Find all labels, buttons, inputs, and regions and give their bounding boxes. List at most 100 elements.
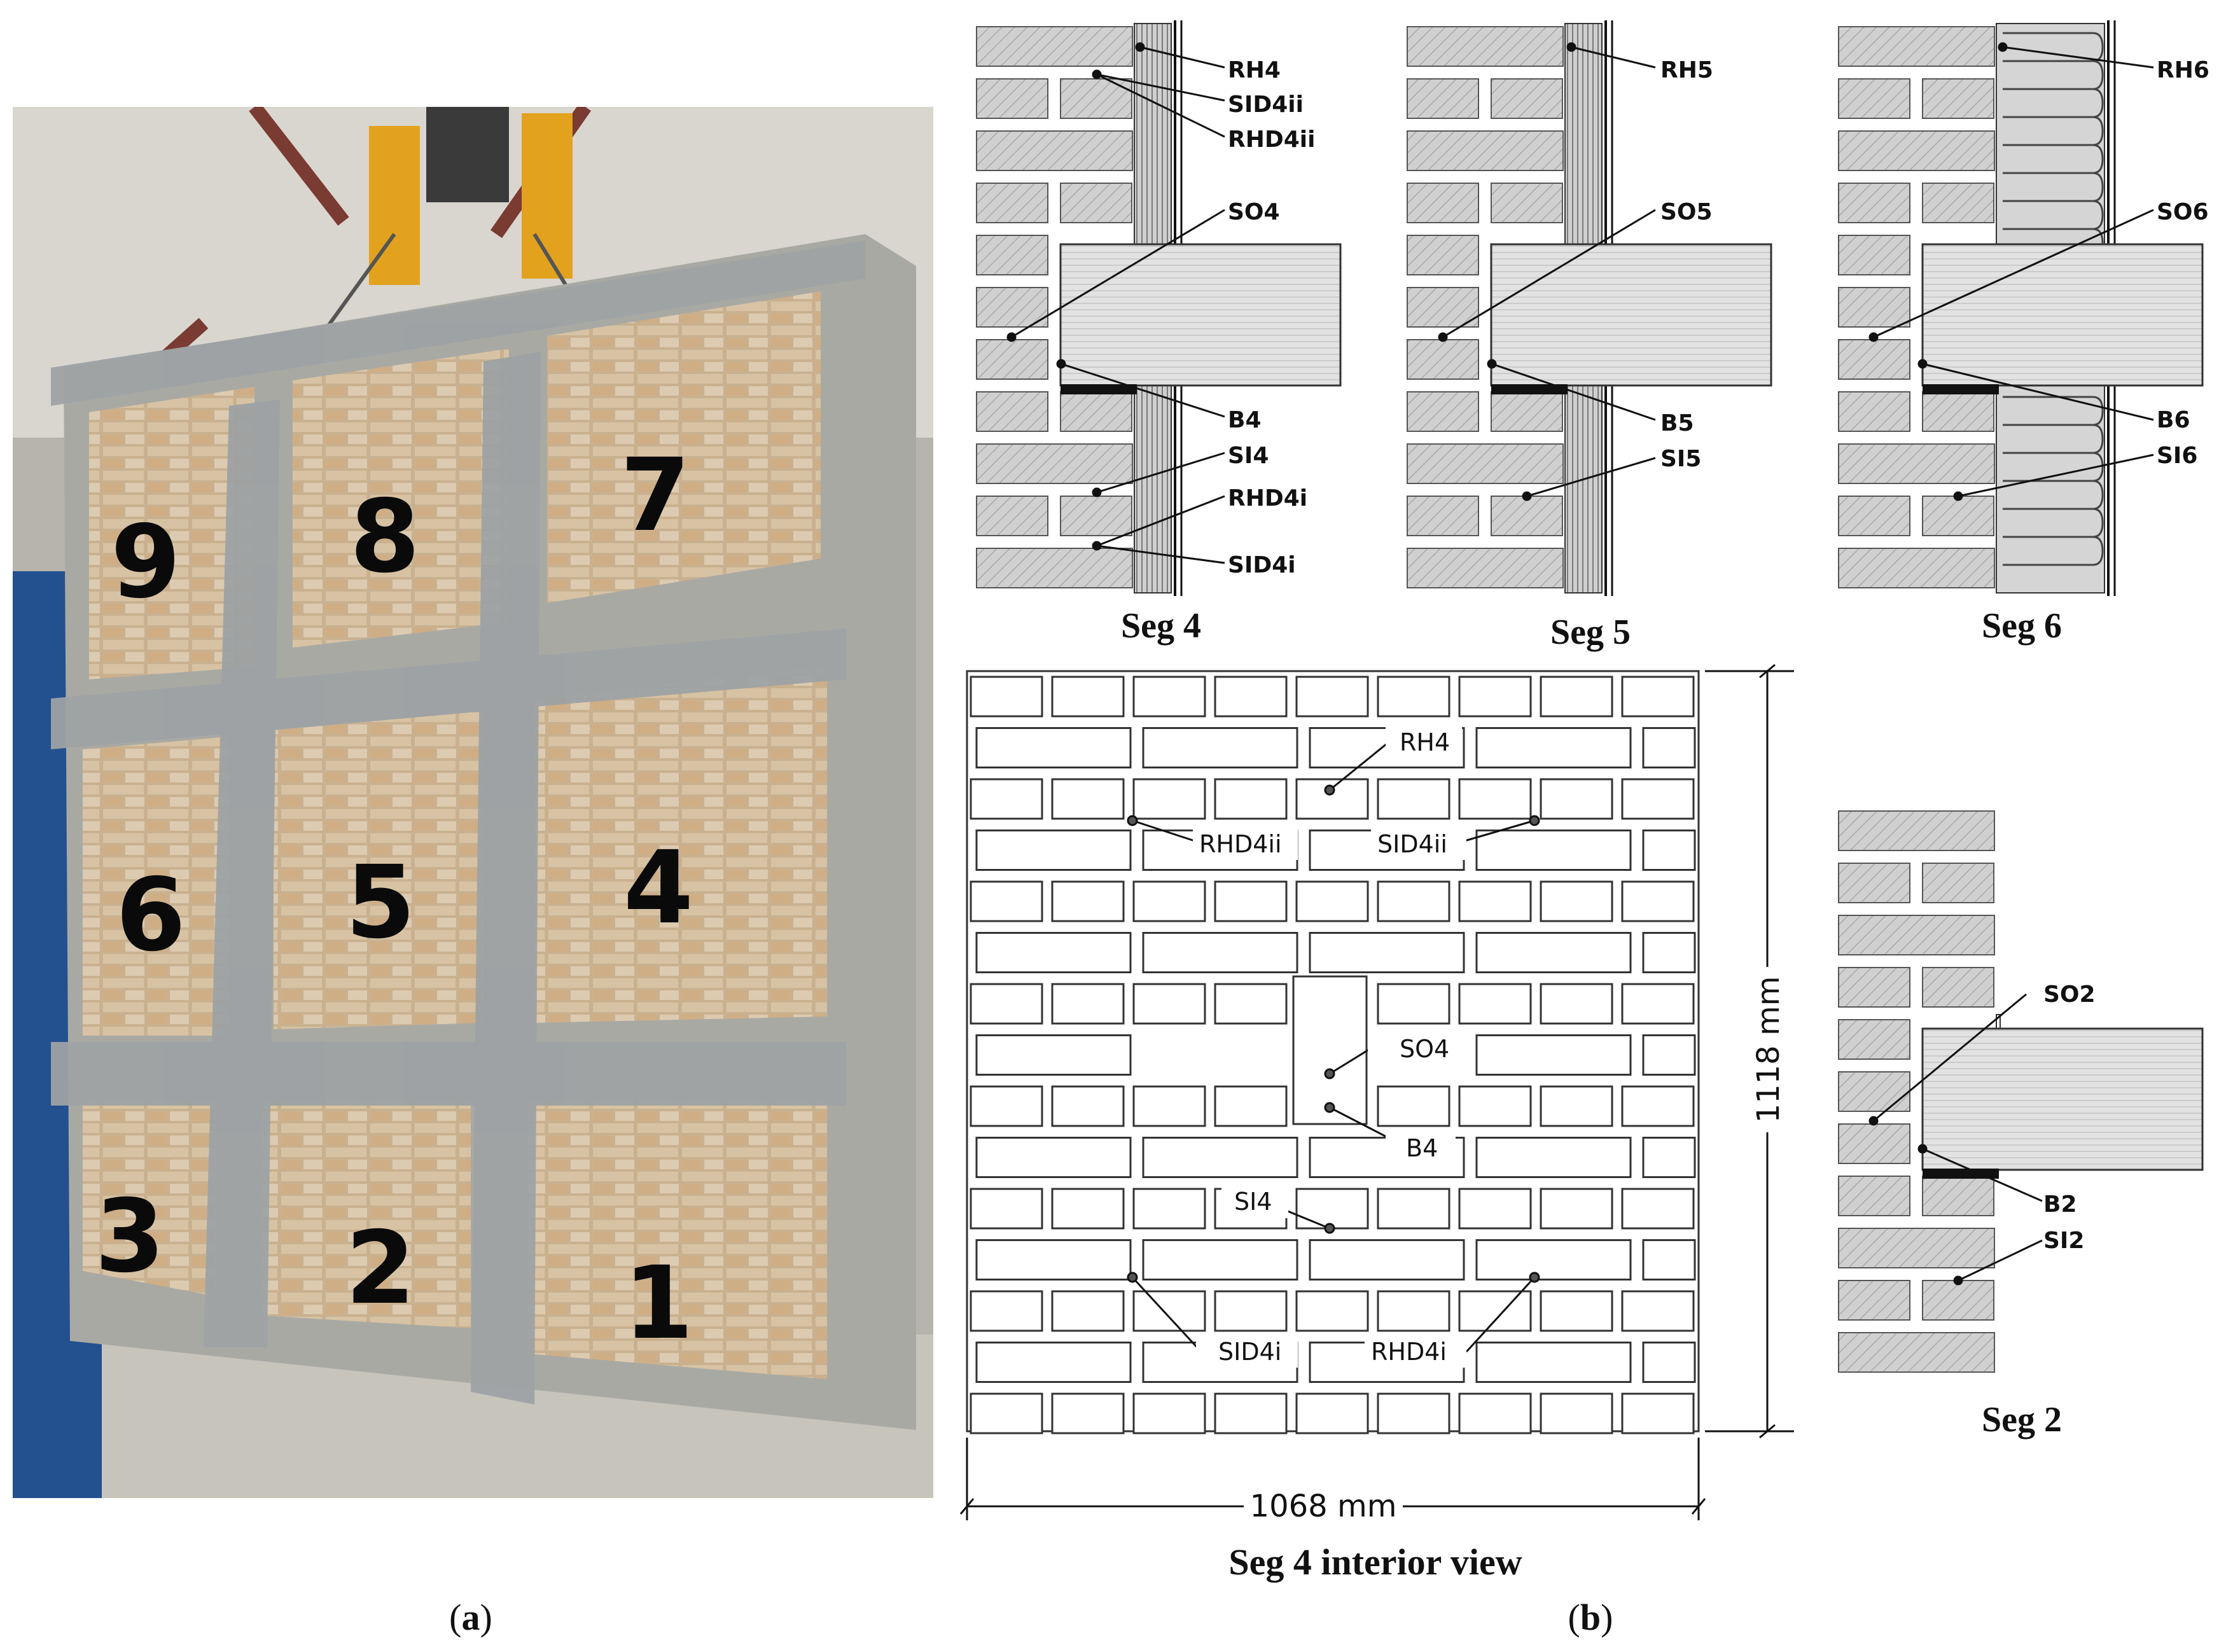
interior-brick [975, 1034, 1132, 1076]
seg2-leaders [1868, 993, 2043, 1286]
interior-brick [1458, 676, 1532, 718]
interior-brick [1377, 983, 1450, 1025]
seg6-title: Seg 6 [1982, 606, 2062, 646]
interior-brick [1475, 932, 1632, 973]
interior-brick [1621, 1188, 1695, 1230]
seg6-label-b: B6 [2157, 407, 2190, 433]
seg5-label-rh: RH5 [1660, 57, 1713, 83]
interior-brick [1642, 1137, 1696, 1178]
interior-brick [1295, 1290, 1369, 1332]
interior-brick [1540, 983, 1613, 1025]
seg5-title: Seg 5 [1550, 613, 1631, 652]
seg5-beam [1490, 243, 1772, 387]
brick-field-6 [83, 737, 229, 1036]
interior-brick [1621, 983, 1695, 1025]
brick-field-4 [534, 667, 827, 1023]
interior-brick [1540, 1392, 1613, 1434]
interior-brick [1621, 778, 1695, 820]
interior-brick [1458, 1290, 1532, 1332]
interior-brick [1214, 1290, 1288, 1332]
segment-number-8: 8 [350, 478, 420, 595]
seg6-label-rh: RH6 [2157, 57, 2209, 83]
interior-brick [1295, 676, 1369, 718]
brick-field-5 [274, 711, 483, 1029]
interior-brick [1540, 880, 1613, 922]
interior-brick [1309, 932, 1465, 973]
interior-label-si: SI4 [1234, 1188, 1272, 1216]
interior-brick [1132, 676, 1206, 718]
interior-brick [1132, 1392, 1206, 1434]
interior-brick [1377, 1085, 1450, 1127]
brick-field-2 [261, 1099, 471, 1328]
segment-number-1: 1 [623, 1245, 693, 1362]
interior-brick [1540, 1290, 1613, 1332]
seg5-bearing-plate [1491, 384, 1568, 394]
interior-brick [1377, 778, 1450, 820]
interior-brick [975, 1342, 1132, 1383]
interior-brick [1214, 778, 1288, 820]
seg6-beam [1921, 243, 2204, 387]
seg4-label-rh: RH4 [1228, 57, 1281, 83]
seg4-section [976, 20, 1342, 596]
interior-brick [1051, 1188, 1125, 1230]
interior-brick [970, 676, 1043, 718]
interior-brick [1475, 1342, 1632, 1383]
interior-brick [1132, 778, 1206, 820]
height-label: 1118 mm [1751, 976, 1786, 1123]
interior-brick [1377, 676, 1450, 718]
interior-brick [1142, 1137, 1298, 1178]
interior-brick [1540, 1188, 1613, 1230]
interior-label-sid-ii: SID4ii [1377, 830, 1447, 858]
seg5-label-b: B5 [1660, 410, 1694, 436]
interior-brick [970, 778, 1043, 820]
interior-brick [1621, 1085, 1695, 1127]
seg6-label-si: SI6 [2157, 443, 2197, 469]
seg4-label-b: B4 [1228, 407, 1262, 433]
interior-brick [1621, 1290, 1695, 1332]
interior-brick [1132, 880, 1206, 922]
interior-brick [1214, 880, 1288, 922]
interior-label-sid-i: SID4i [1218, 1338, 1281, 1366]
interior-brick [1642, 1239, 1696, 1281]
interior-brick [1642, 1034, 1696, 1076]
interior-brick [1458, 778, 1532, 820]
interior-brick [975, 727, 1132, 768]
interior-brick [1458, 1392, 1532, 1434]
interior-brick [1295, 1392, 1369, 1434]
seg6-section [1838, 20, 2204, 596]
interior-brick [1642, 727, 1696, 768]
seg5-section [1407, 20, 1772, 596]
interior-label-rh: RH4 [1400, 728, 1450, 756]
interior-brick [1642, 829, 1696, 871]
interior-brick [1475, 1034, 1632, 1076]
interior-brick [1132, 983, 1206, 1025]
seg2-beam [1921, 1027, 2204, 1171]
interior-brick [1051, 1085, 1125, 1127]
segment-number-4: 4 [623, 829, 693, 947]
interior-elevation [966, 670, 1700, 1434]
interior-brick [1377, 1188, 1450, 1230]
seg4-title: Seg 4 [1121, 606, 1201, 646]
seg6-bearing-plate [1923, 384, 1999, 394]
interior-beam-opening [1292, 975, 1368, 1125]
interior-brick [1214, 1392, 1288, 1434]
seg4-label-rhd-ii: RHD4ii [1228, 127, 1315, 153]
interior-brick [1540, 778, 1613, 820]
seg2-label-si: SI2 [2043, 1228, 2084, 1254]
segment-number-6: 6 [116, 857, 186, 974]
interior-leaders [1127, 740, 1540, 1353]
interior-brick [1214, 1085, 1288, 1127]
interior-brick [1051, 676, 1125, 718]
interior-brick [1621, 1392, 1695, 1434]
interior-brick [1295, 1188, 1369, 1230]
metal-strips [51, 240, 865, 1405]
interior-brick [970, 1085, 1043, 1127]
seg6-leaders [1868, 42, 2154, 501]
brick-field-9 [89, 387, 254, 679]
seg5-label-so: SO5 [1660, 199, 1713, 225]
interior-label-rhd-ii: RHD4ii [1199, 830, 1282, 858]
interior-brick [970, 880, 1043, 922]
brick-field-1 [528, 1099, 827, 1379]
interior-brick [1458, 1188, 1532, 1230]
